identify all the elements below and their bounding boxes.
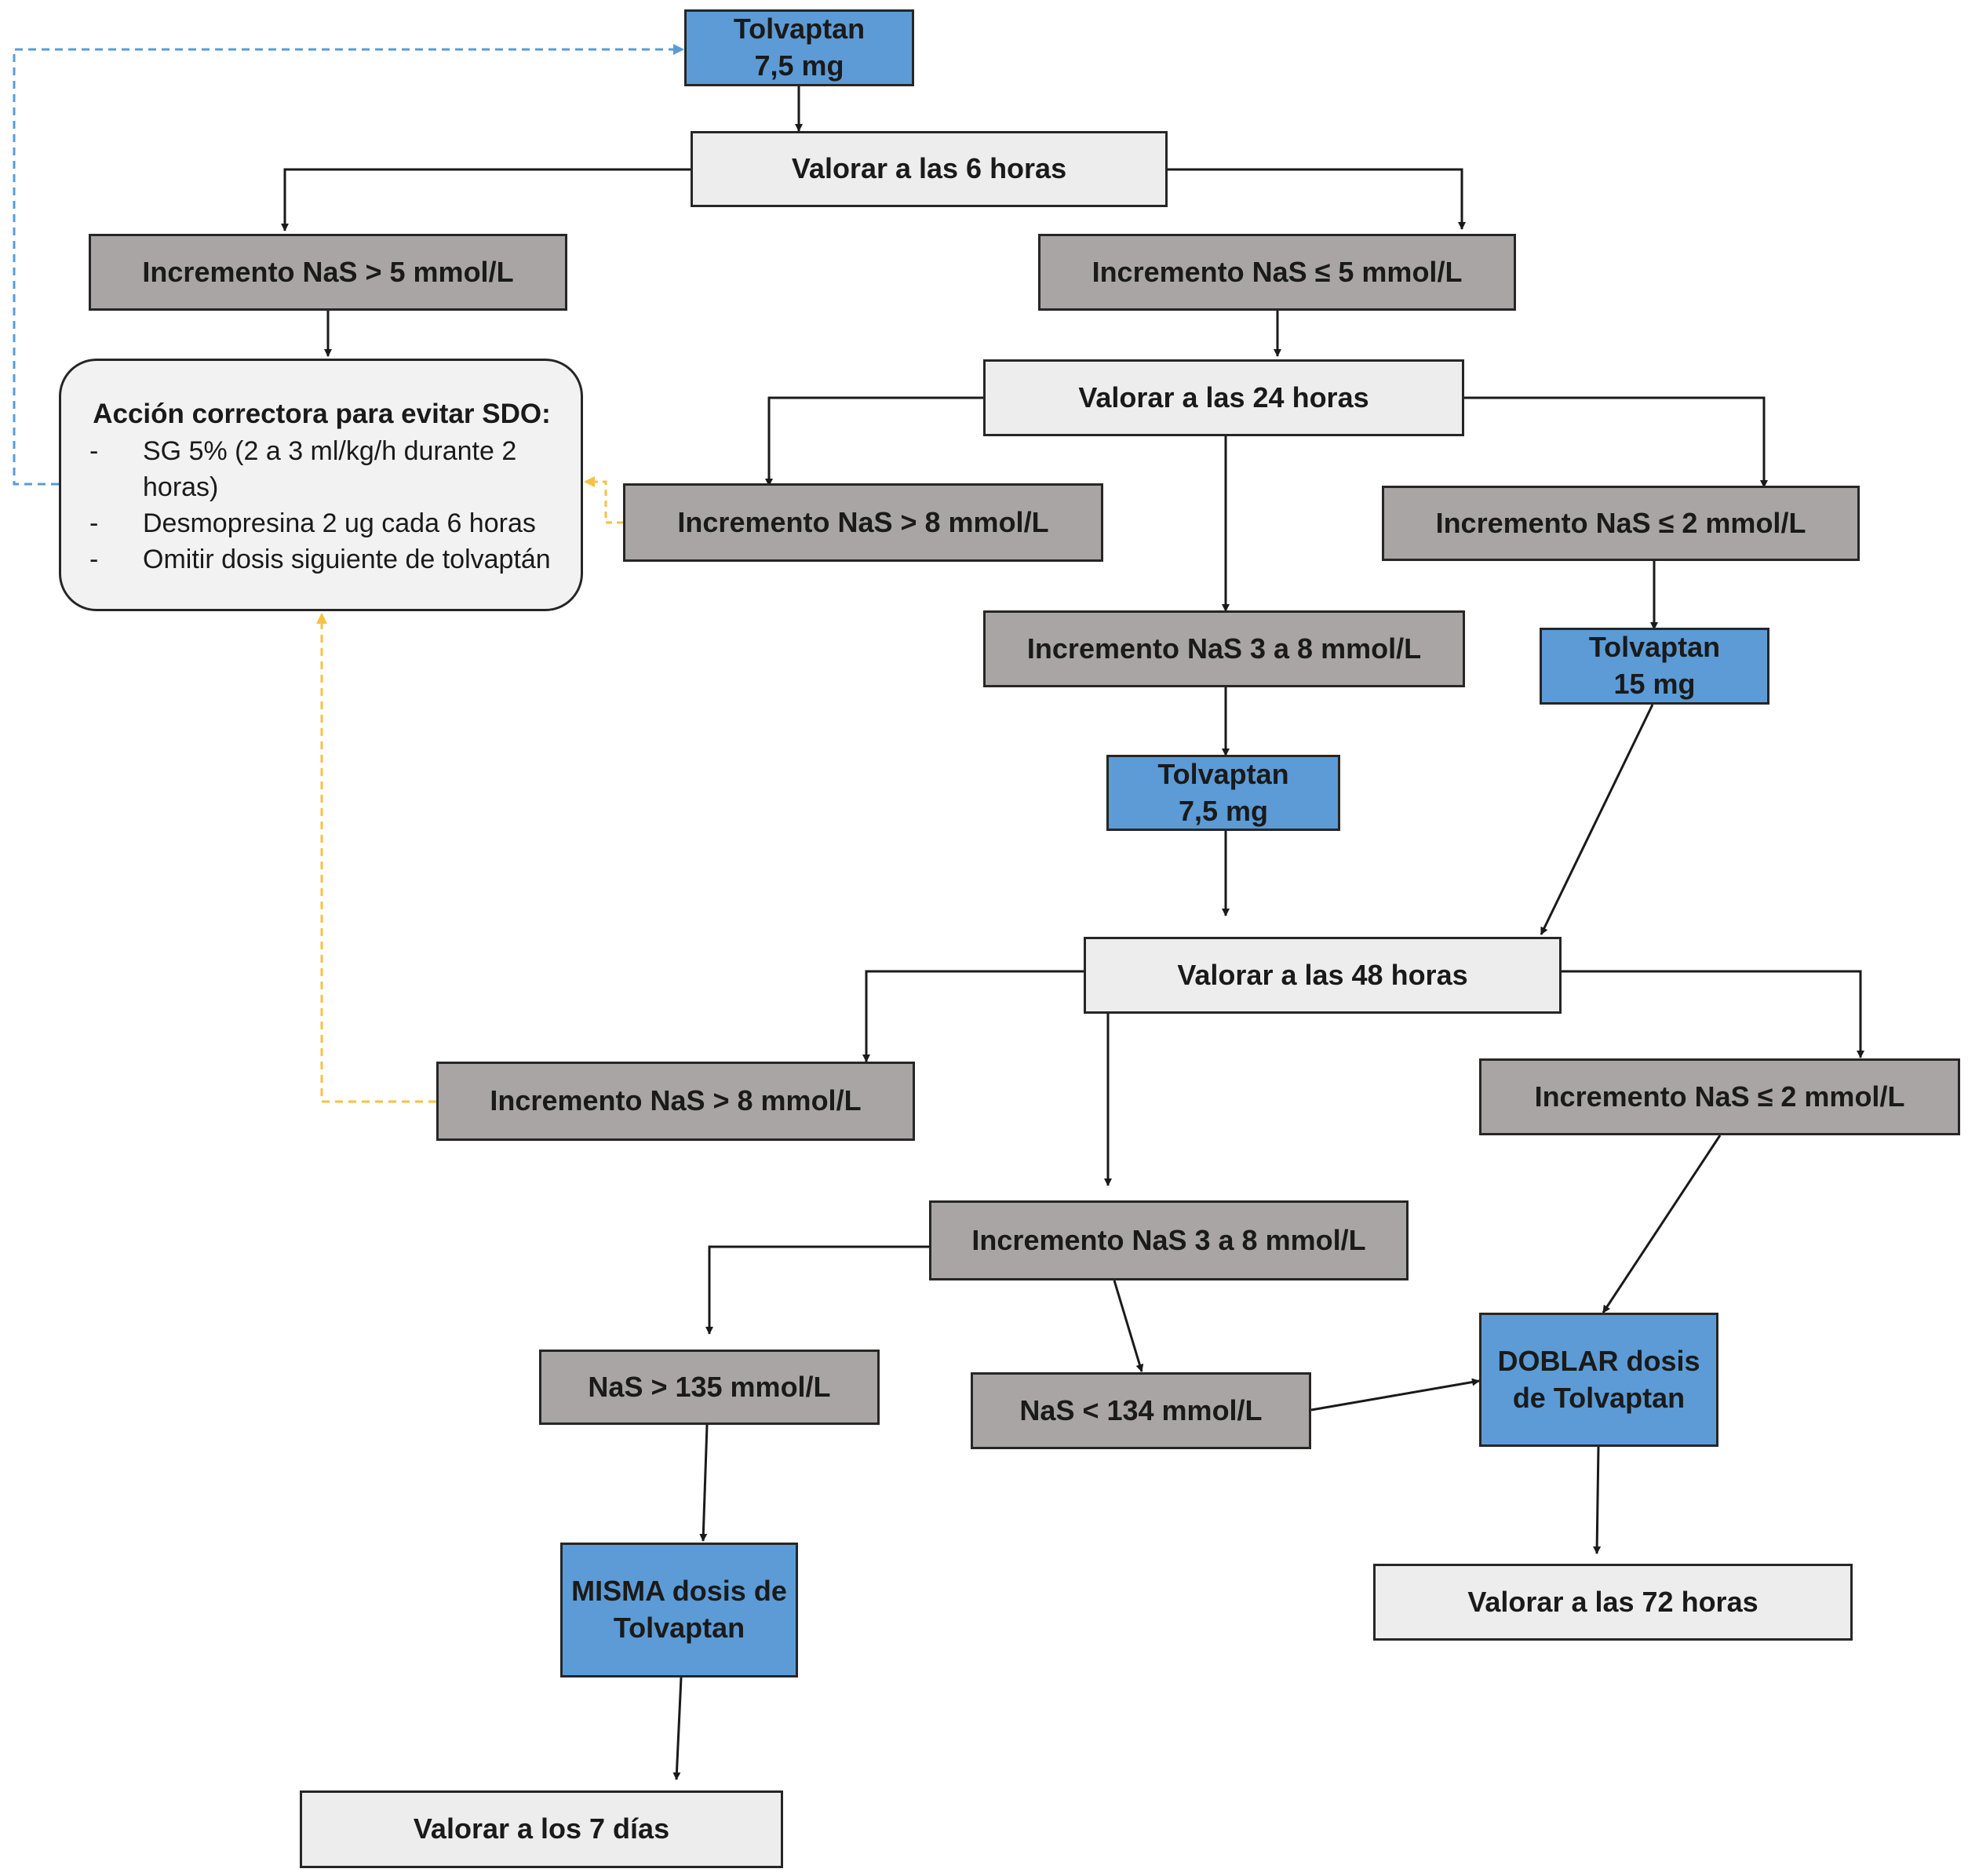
assess-7d-box: Valorar a los 7 días bbox=[300, 1790, 783, 1868]
node-text: NaS < 134 mmol/L bbox=[1019, 1393, 1263, 1426]
node-text: Tolvaptan bbox=[1157, 757, 1289, 790]
arrow-48h-to-gt8 bbox=[862, 970, 1084, 1062]
tolvaptan-75-box: Tolvaptan 7,5 mg bbox=[1106, 755, 1340, 831]
corrective-action-item: SG 5% (2 a 3 ml/kg/h durante 2 horas) bbox=[86, 433, 557, 505]
increment-gt5-box: Incremento NaS > 5 mmol/L bbox=[89, 234, 567, 311]
node-text: Valorar a las 72 horas bbox=[1467, 1585, 1758, 1618]
node-text: Valorar a las 48 horas bbox=[1177, 958, 1468, 991]
corrective-action-title: Acción correctora para evitar SDO: bbox=[93, 399, 551, 429]
corrective-action-item: Desmopresina 2 ug cada 6 horas bbox=[86, 505, 557, 541]
arrow-3to8-to-lt134 bbox=[1113, 1280, 1144, 1372]
increment-3to8-24h-box: Incremento NaS 3 a 8 mmol/L bbox=[983, 610, 1465, 687]
arrow-t15-to-48h bbox=[1540, 704, 1654, 935]
arrow-double-to-72h bbox=[1593, 1446, 1602, 1554]
node-text: Incremento NaS > 5 mmol/L bbox=[142, 255, 514, 288]
node-text: 15 mg bbox=[1613, 668, 1696, 700]
arrow-le2-to-double bbox=[1602, 1135, 1722, 1313]
node-text: Tolvaptan bbox=[733, 13, 866, 46]
node-text: Valorar a las 6 horas bbox=[791, 152, 1067, 185]
arrow-gt135-to-same bbox=[699, 1424, 709, 1542]
node-text: 7,5 mg bbox=[1178, 794, 1269, 827]
increment-le2-24h-box: Incremento NaS ≤ 2 mmol/L bbox=[1382, 486, 1860, 561]
assess-6h-box: Valorar a las 6 horas bbox=[691, 131, 1168, 207]
increment-gt8-24h-box: Incremento NaS > 8 mmol/L bbox=[623, 483, 1103, 562]
increment-le2-48h-box: Incremento NaS ≤ 2 mmol/L bbox=[1479, 1058, 1960, 1135]
arrow-24h-to-gt8 bbox=[765, 396, 983, 486]
node-text: Valorar a las 24 horas bbox=[1078, 381, 1369, 413]
assess-48h-box: Valorar a las 48 horas bbox=[1084, 937, 1562, 1014]
double-dose-box: DOBLAR dosis de Tolvaptan bbox=[1479, 1313, 1718, 1447]
node-text: Incremento NaS > 8 mmol/L bbox=[677, 505, 1049, 538]
node-text: NaS > 135 mmol/L bbox=[588, 1370, 831, 1403]
corrective-action-list: SG 5% (2 a 3 ml/kg/h durante 2 horas) De… bbox=[86, 433, 557, 577]
arrow-lt134-to-double bbox=[1310, 1378, 1480, 1412]
dashed-loop-sdo-to-start bbox=[13, 44, 684, 486]
node-text: Incremento NaS ≤ 2 mmol/L bbox=[1435, 506, 1806, 539]
tolvaptan-15-box: Tolvaptan 15 mg bbox=[1540, 628, 1769, 705]
node-text: DOBLAR dosis bbox=[1497, 1344, 1700, 1377]
dashed-gt8-48h-to-sdo bbox=[316, 613, 436, 1103]
nas-gt135-box: NaS > 135 mmol/L bbox=[539, 1350, 880, 1425]
increment-le5-box: Incremento NaS ≤ 5 mmol/L bbox=[1038, 234, 1516, 311]
node-text: Tolvaptan bbox=[1588, 631, 1721, 664]
node-text: Incremento NaS 3 a 8 mmol/L bbox=[1026, 632, 1422, 665]
arrow-6h-to-gt5 bbox=[281, 168, 691, 231]
node-text: Incremento NaS > 8 mmol/L bbox=[490, 1084, 862, 1117]
node-text: de Tolvaptan bbox=[1512, 1381, 1686, 1414]
arrow-48h-to-le2 bbox=[1562, 970, 1864, 1058]
arrow-24h-to-le2 bbox=[1464, 396, 1768, 488]
node-text: 7,5 mg bbox=[754, 49, 844, 82]
node-text: Tolvaptan bbox=[613, 1612, 745, 1644]
assess-24h-box: Valorar a las 24 horas bbox=[983, 359, 1464, 436]
arrow-same-to-7d bbox=[672, 1677, 683, 1780]
arrow-3to8-to-gt135 bbox=[705, 1245, 929, 1335]
increment-3to8-48h-box: Incremento NaS 3 a 8 mmol/L bbox=[929, 1200, 1409, 1280]
assess-72h-box: Valorar a las 72 horas bbox=[1373, 1564, 1853, 1641]
node-text: Incremento NaS 3 a 8 mmol/L bbox=[971, 1223, 1366, 1256]
corrective-action-item: Omitir dosis siguiente de tolvaptán bbox=[86, 541, 557, 577]
corrective-action-box: Acción correctora para evitar SDO: SG 5%… bbox=[59, 359, 583, 611]
node-text: Valorar a los 7 días bbox=[413, 1812, 670, 1845]
node-text: Incremento NaS ≤ 5 mmol/L bbox=[1092, 255, 1463, 288]
dashed-gt8-24h-to-sdo bbox=[584, 476, 623, 524]
tolvaptan-start-box: Tolvaptan 7,5 mg bbox=[684, 9, 914, 86]
arrow-6h-to-le5 bbox=[1168, 168, 1466, 230]
increment-gt8-48h-box: Incremento NaS > 8 mmol/L bbox=[436, 1062, 915, 1141]
same-dose-box: MISMA dosis de Tolvaptan bbox=[560, 1543, 798, 1677]
node-text: MISMA dosis de bbox=[571, 1575, 787, 1608]
node-text: Incremento NaS ≤ 2 mmol/L bbox=[1534, 1080, 1905, 1113]
nas-lt134-box: NaS < 134 mmol/L bbox=[971, 1372, 1311, 1449]
